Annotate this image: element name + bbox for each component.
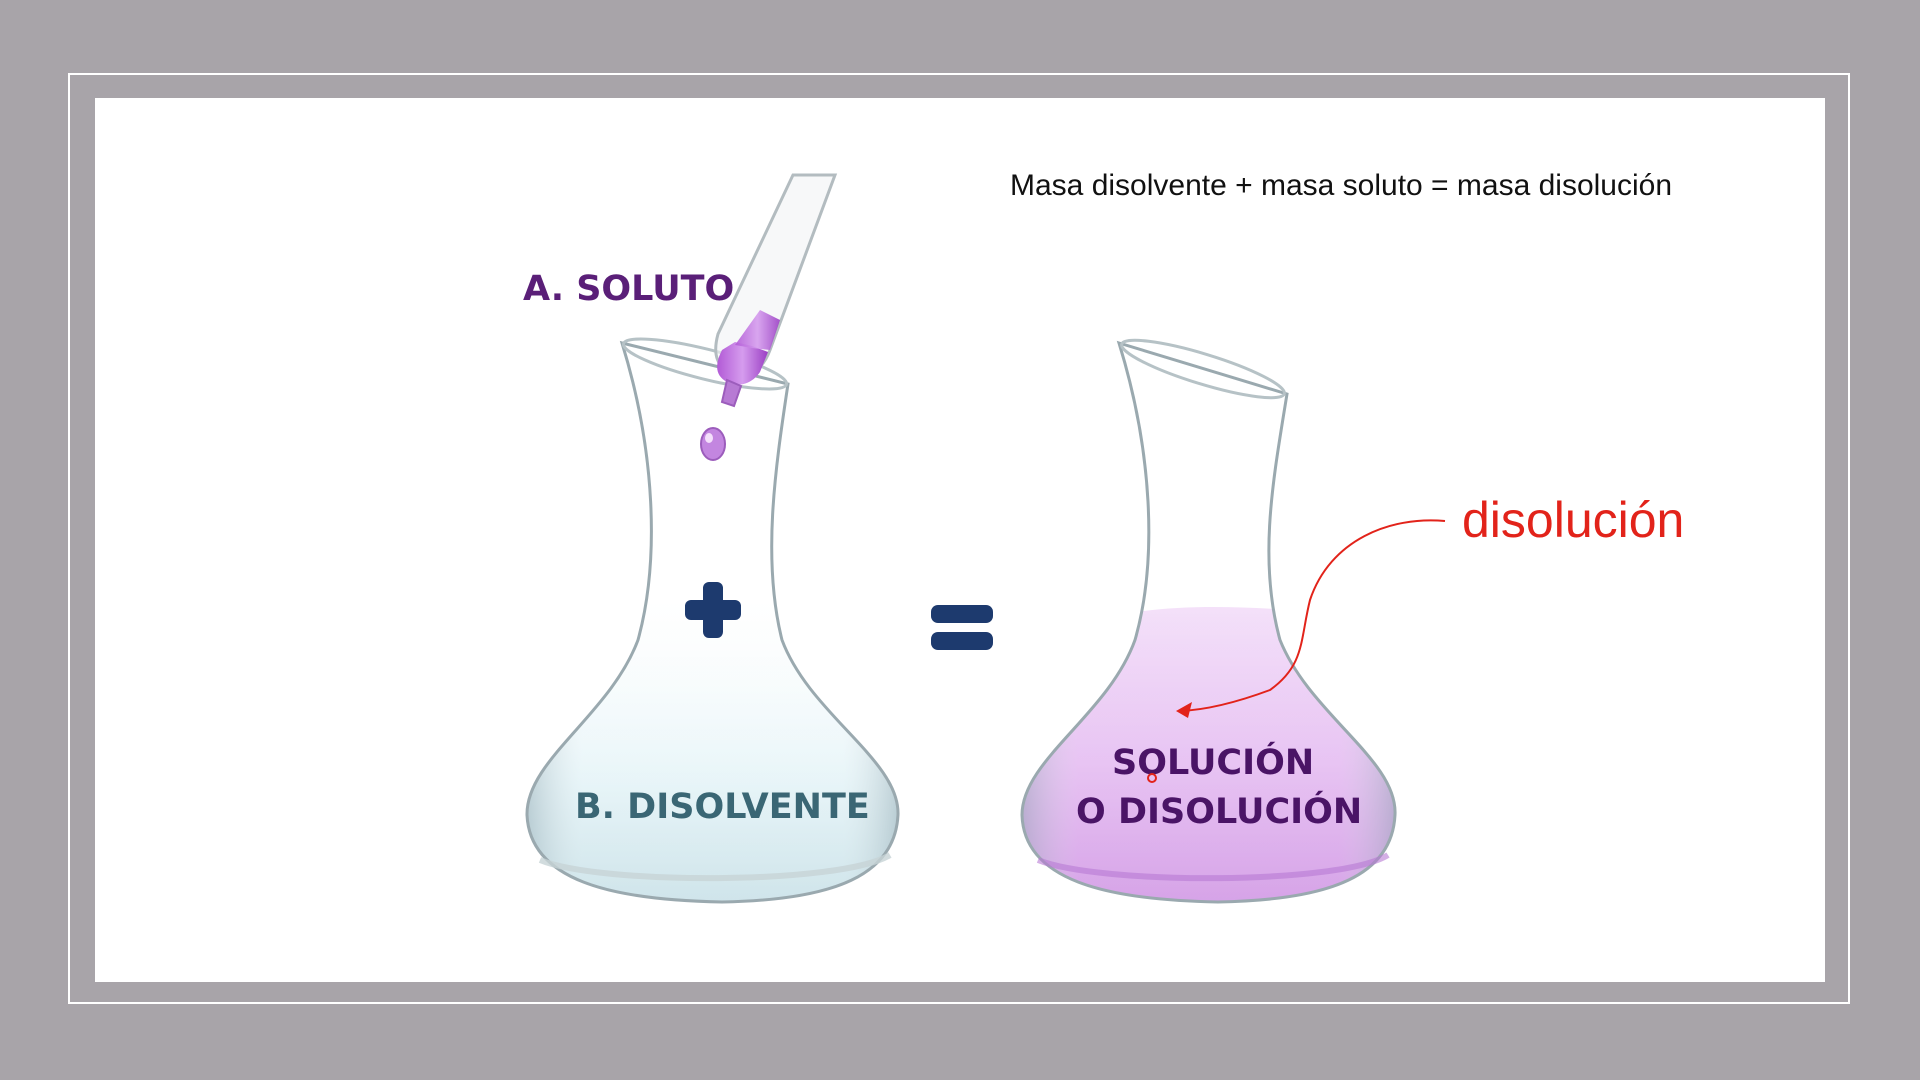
equals-icon — [931, 605, 993, 650]
annotation-arrowhead — [1176, 702, 1192, 718]
slide-canvas — [95, 98, 1825, 982]
solute-label: A. SOLUTO — [523, 269, 734, 309]
solution-label-line1: SOLUCIÓN — [1112, 741, 1314, 783]
solute-drop — [700, 427, 726, 461]
decanter-glass-right — [1020, 340, 1397, 904]
mass-equation: Masa disolvente + masa soluto = masa dis… — [1010, 169, 1672, 202]
solution-label-line2: O DISOLUCIÓN — [1076, 790, 1362, 832]
plus-icon — [685, 582, 741, 638]
solvent-label: B. DISOLVENTE — [575, 787, 870, 827]
pipette — [700, 173, 838, 461]
annotation-arrow — [1179, 519, 1446, 712]
annotation-label: disolución — [1462, 492, 1684, 548]
slide-outer-frame — [68, 73, 1850, 1004]
pointer-dot — [1147, 773, 1157, 783]
